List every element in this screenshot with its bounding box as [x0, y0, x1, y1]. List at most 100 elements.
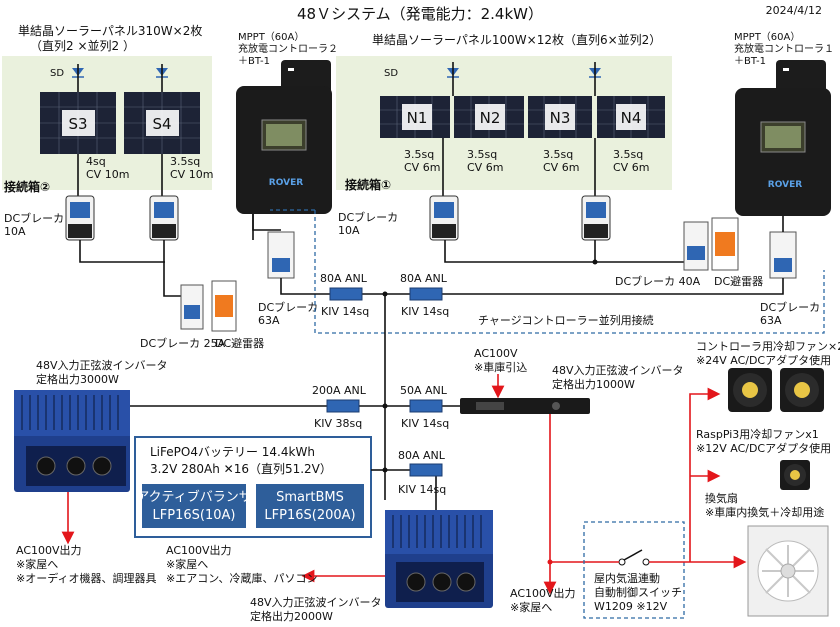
controller-1-line3: ＋BT-1	[734, 56, 766, 67]
charge-controller-1: ROVER	[735, 88, 831, 216]
fan-ctrl-line1: コントローラ用冷却ファン×2	[696, 340, 840, 353]
junction-box-2-label: 接続箱②	[4, 179, 50, 194]
solar-panel-n3: N3	[528, 96, 592, 138]
controller-1-brand: ROVER	[768, 180, 802, 190]
panel-label-n4: N4	[621, 109, 642, 127]
cable-len-n4: CV 6m	[613, 161, 649, 174]
out-2000-line3: ※エアコン、冷蔵庫、パソコン	[166, 571, 318, 585]
arrester-left-label: DC避雷器	[215, 336, 264, 350]
anl-fuse-80a-right	[409, 287, 443, 301]
controller-2-line1: MPPT（60A）	[238, 31, 304, 43]
cooling-fan-1	[728, 368, 772, 412]
ventilation-fan	[747, 525, 829, 617]
breaker-63a-left-line1: DCブレーカ	[258, 300, 318, 314]
breaker-63a-right-line1: DCブレーカ	[760, 300, 820, 314]
balancer-line2: LFP16S(10A)	[153, 508, 236, 523]
anl-80a-left-cable: KIV 14sq	[321, 305, 369, 318]
anl-200a-cable: KIV 38sq	[314, 417, 362, 430]
left-breaker-rating: 10A	[4, 225, 26, 238]
solar-panel-s3: S3	[40, 92, 116, 154]
inverter-2000-line1: 48V入力正弦波インバータ	[250, 595, 382, 609]
ac-input-line2: ※車庫引込	[474, 360, 527, 374]
anl-fuse-80a-bottom	[409, 463, 443, 477]
inverter-1000-line1: 48V入力正弦波インバータ	[552, 363, 684, 377]
dc-breaker-n1n2	[429, 195, 459, 241]
fan-pi-line1: RaspPi3用冷却ファンx1	[696, 428, 819, 441]
cable-len-n3: CV 6m	[543, 161, 579, 174]
smart-bms	[256, 484, 364, 528]
temperature-switch-box	[583, 521, 685, 619]
out-3000-line2: ※家屋へ	[16, 557, 58, 571]
controller-1-line1: MPPT（60A）	[734, 31, 800, 43]
out-3000-line3: ※オーディオ機器、調理器具	[16, 571, 156, 585]
breaker-63a-right-line2: 63A	[760, 314, 782, 327]
anl-fuse-50a	[409, 399, 443, 413]
left-breaker-label: DCブレーカ	[4, 211, 64, 225]
anl-200a-rating: 200A ANL	[312, 384, 367, 397]
dc-breaker-s4	[149, 195, 179, 241]
junction-box-1-label: 接続箱①	[345, 177, 391, 192]
out-2000-line1: AC100V出力	[166, 543, 232, 557]
cable-size-n2: 3.5sq	[467, 148, 497, 161]
anl-80a-bottom-cable: KIV 14sq	[398, 483, 446, 496]
battery-block: LiFePO4バッテリー 14.4kWh 3.2V 280Ah ✕16（直列51…	[134, 436, 372, 538]
out-1000-line1: AC100V出力	[510, 586, 576, 600]
breaker-40a-label: DCブレーカ 40A	[615, 274, 701, 288]
out-2000-line2: ※家屋へ	[166, 557, 208, 571]
controller-2-line2: 充放電コントローラ２	[238, 42, 338, 55]
right-array-heading: 単結晶ソーラーパネル100W×12枚（直列6×並列2）	[372, 32, 661, 47]
vent-line1: 換気扇	[705, 491, 738, 505]
inverter-1000-line2: 定格出力1000W	[552, 377, 635, 391]
fan-pi-line2: ※12V AC/DCアダプタ使用	[696, 441, 831, 455]
cooling-fan-2	[780, 368, 824, 412]
date-label: 2024/4/12	[766, 4, 822, 17]
anl-80a-right-rating: 80A ANL	[400, 272, 448, 285]
right-breaker-rating: 10A	[338, 224, 360, 237]
panel-label-s3: S3	[68, 115, 87, 133]
out-1000-line2: ※家屋へ	[510, 600, 552, 614]
dc-breaker-63a-left	[267, 231, 295, 279]
cable-len-s3: CV 10m	[86, 168, 129, 181]
bms-line1: SmartBMS	[276, 490, 344, 505]
battery-line2: 3.2V 280Ah ✕16（直列51.2V）	[150, 462, 332, 476]
controller-1-line2: 充放電コントローラ１	[734, 42, 834, 55]
switch-icon	[618, 549, 650, 566]
inverter-1000w	[460, 398, 590, 414]
inverter-2000w	[385, 510, 493, 608]
charge-controller-2: ROVER	[236, 86, 332, 214]
switch-line3: W1209 ※12V	[594, 600, 668, 613]
solar-panel-n2: N2	[454, 96, 524, 138]
controller-2-brand: ROVER	[269, 178, 303, 188]
switch-line2: 自動制御スイッチ	[594, 585, 682, 599]
left-array-subheading: （直列2 ×並列2 ）	[30, 39, 135, 53]
dc-arrester-left	[211, 280, 237, 332]
anl-80a-right-cable: KIV 14sq	[401, 305, 449, 318]
dc-breaker-s3	[65, 195, 95, 241]
cable-len-n2: CV 6m	[467, 161, 503, 174]
dc-breaker-25a	[180, 284, 204, 330]
panel-label-n2: N2	[480, 109, 501, 127]
cable-len-s4: CV 10m	[170, 168, 213, 181]
solar-panel-n4: N4	[597, 96, 665, 138]
out-3000-line1: AC100V出力	[16, 543, 82, 557]
breaker-63a-left-line2: 63A	[258, 314, 280, 327]
vent-line2: ※車庫内換気＋冷却用途	[705, 505, 824, 519]
dc-breaker-n3n4	[581, 195, 611, 241]
panel-label-n3: N3	[550, 109, 571, 127]
inverter-3000-line2: 定格出力3000W	[36, 372, 119, 386]
anl-50a-cable: KIV 14sq	[401, 417, 449, 430]
anl-80a-bottom-rating: 80A ANL	[398, 449, 446, 462]
right-breaker-label: DCブレーカ	[338, 210, 398, 224]
inverter-2000-line2: 定格出力2000W	[250, 609, 333, 623]
cable-size-n4: 3.5sq	[613, 148, 643, 161]
ac-input-line1: AC100V	[474, 347, 518, 360]
panel-label-n1: N1	[407, 109, 428, 127]
controller-2-line3: ＋BT-1	[238, 56, 270, 67]
balancer-line1: アクティブバランサ	[136, 489, 252, 505]
page-title: 48Ｖシステム（発電能力：2.4kW）	[297, 5, 543, 23]
dc-breaker-63a-right	[769, 231, 797, 279]
right-sd-label: SD	[384, 68, 398, 79]
anl-fuse-200a	[326, 399, 360, 413]
active-balancer	[142, 484, 246, 528]
